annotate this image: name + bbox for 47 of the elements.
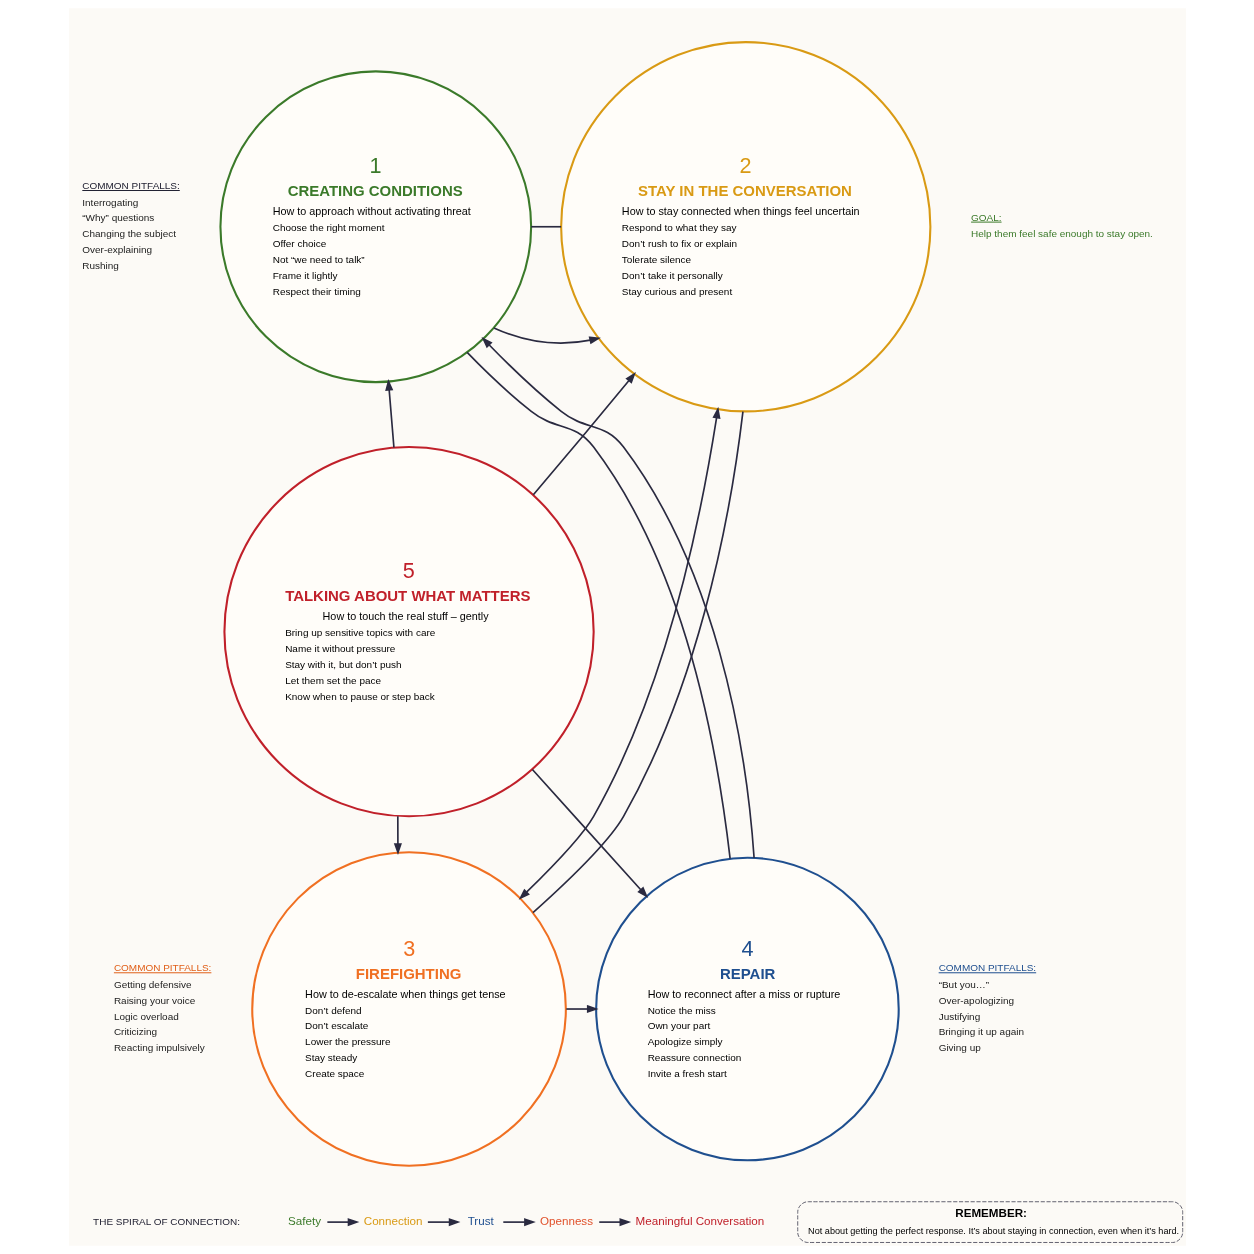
label: Bringing it up again	[938, 1026, 1024, 1038]
node-circle: 2 STAY IN THE CONVERSATION How to stay connected when things feel uncertain Respond to what they say Don’t rush to fix or explain Tolerate silence Don’t take it personally Stay curious and present	[559, 41, 931, 413]
label: Criticizing	[113, 1026, 157, 1038]
arrow	[481, 336, 755, 859]
label: GOAL:	[970, 211, 1002, 223]
label: Help them feel safe enough to stay open.	[970, 228, 1153, 240]
node-circle: 1 CREATING CONDITIONS How to approach without activating threat Choose the right moment Offer choice Not “we need to talk” Frame it lightly Respect their timing	[218, 70, 532, 384]
arrow	[531, 768, 648, 898]
label: Changing the subject	[81, 228, 176, 240]
node-circle: 4 REPAIR How to reconnect after a miss or rupture Notice the miss Own your part Apologize simply Reassure connection Invite a fresh start	[594, 856, 900, 1162]
arrow	[518, 406, 720, 900]
arrow	[492, 327, 601, 345]
node-box: REMEMBER: Not about getting the perfect response. It’s about staying in connection, even when it’s hard.	[796, 1201, 1183, 1243]
label: THE SPIRAL OF CONNECTION:	[92, 1216, 240, 1228]
connector	[465, 351, 731, 860]
arrow	[565, 1004, 599, 1014]
arrow	[426, 1218, 460, 1227]
label: “Why” questions	[81, 212, 154, 224]
node-circle: 3 FIREFIGHTING How to de-escalate when things get tense Don’t defend Don’t escalate Lower the pressure Stay steady Create space	[250, 851, 567, 1167]
arrow	[384, 378, 395, 449]
label: Giving up	[938, 1042, 981, 1054]
node-text: Connection	[363, 1214, 423, 1228]
connector	[531, 410, 744, 914]
label: Logic overload	[113, 1010, 179, 1022]
label: COMMON PITFALLS:	[81, 180, 180, 191]
arrow	[393, 815, 402, 855]
connector	[529, 225, 562, 228]
node-text: Safety	[287, 1214, 321, 1228]
arrow	[326, 1218, 359, 1227]
label: COMMON PITFALLS:	[938, 962, 1036, 974]
label: Over-apologizing	[938, 994, 1014, 1006]
label: Over-explaining	[81, 244, 152, 256]
label: “But you…”	[938, 978, 989, 990]
label: Justifying	[938, 1010, 980, 1022]
label: Interrogating	[81, 196, 138, 208]
node-text: Openness	[539, 1214, 593, 1228]
node-text: Trust	[467, 1214, 494, 1228]
arrow	[532, 372, 636, 496]
label: Getting defensive	[113, 978, 191, 990]
node-circle: 5 TALKING ABOUT WHAT MATTERS How to touch the real stuff – gently Bring up sensitive topics with care Name it without pressure Stay with it, but don’t push Let them set the pace Know when to pause or step back	[222, 446, 595, 818]
label: COMMON PITFALLS:	[113, 962, 211, 974]
label: Raising your voice	[113, 994, 195, 1006]
arrow	[501, 1218, 536, 1227]
node-text: Meaningful Conversation	[635, 1214, 764, 1228]
label: Reacting impulsively	[113, 1042, 205, 1054]
label: Rushing	[81, 259, 119, 271]
arrow	[597, 1218, 631, 1227]
